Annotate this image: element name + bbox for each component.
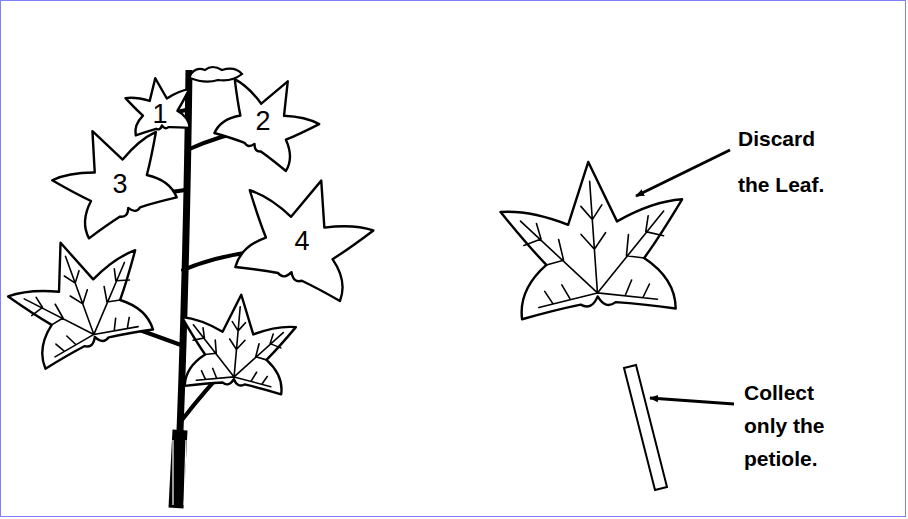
instruction-note: Discard the Leaf. bbox=[738, 116, 842, 208]
callout-number: 4 bbox=[294, 228, 309, 255]
plant-leaves bbox=[0, 59, 383, 395]
instruction-note: Collect only the petiole. bbox=[744, 376, 842, 475]
detached-leaf bbox=[498, 156, 690, 321]
leader-arrow bbox=[650, 398, 734, 404]
callout-number: 2 bbox=[255, 108, 270, 135]
callout-number: 3 bbox=[112, 171, 127, 198]
petiole bbox=[624, 365, 667, 490]
leader-arrow bbox=[636, 150, 730, 196]
stem-base bbox=[176, 430, 180, 508]
callout-number: 1 bbox=[152, 101, 167, 128]
